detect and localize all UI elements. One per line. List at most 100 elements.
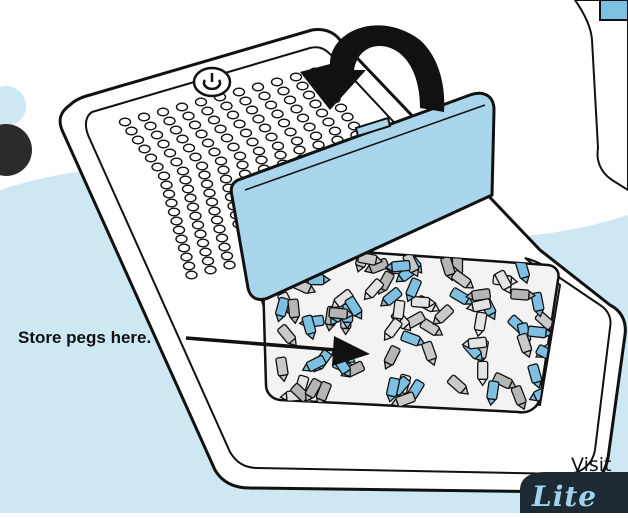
peg-hole xyxy=(177,135,188,143)
peg-hole xyxy=(171,158,182,166)
peg-hole xyxy=(139,113,150,121)
peg-hole xyxy=(185,194,196,202)
peg-hole xyxy=(181,253,192,261)
peg-hole xyxy=(310,100,321,108)
peg-hole xyxy=(285,96,296,104)
peg-hole xyxy=(228,143,239,151)
peg-hole xyxy=(273,142,284,150)
peg-hole xyxy=(171,217,182,225)
peg-hole xyxy=(247,138,258,146)
peg-hole xyxy=(285,128,296,136)
peg-hole xyxy=(297,82,308,90)
peg-hole xyxy=(178,167,189,175)
peg-hole xyxy=(294,146,305,154)
peg-hole xyxy=(253,115,264,123)
peg-hole xyxy=(145,122,156,130)
peg-hole xyxy=(256,156,267,164)
peg-hole xyxy=(241,129,252,137)
peg-hole xyxy=(152,131,163,139)
peg-hole xyxy=(222,134,233,142)
peg-hole xyxy=(291,73,302,81)
power-icon xyxy=(194,68,230,96)
peg-hole xyxy=(202,107,213,115)
peg-hole xyxy=(186,271,197,279)
peg-hole xyxy=(126,127,137,135)
peg-hole xyxy=(196,98,207,106)
peg-hole xyxy=(197,162,208,170)
peg-hole xyxy=(217,234,228,242)
brand-logo-text: Lite xyxy=(532,480,597,513)
peg-hole xyxy=(222,252,233,260)
peg-hole xyxy=(171,126,182,134)
peg-hole xyxy=(204,189,215,197)
peg-hole xyxy=(259,92,270,100)
peg-hole xyxy=(188,203,199,211)
peg-hole xyxy=(266,101,277,109)
peg-hole xyxy=(183,112,194,120)
peg-hole xyxy=(275,151,286,159)
peg-hole xyxy=(176,235,187,243)
peg-hole xyxy=(120,118,131,126)
peg-hole xyxy=(152,163,163,171)
peg-hole xyxy=(323,118,334,126)
peg-hole xyxy=(164,117,175,125)
peg-hole xyxy=(221,102,232,110)
peg-hole xyxy=(183,185,194,193)
peg-hole xyxy=(336,104,347,112)
device-screen xyxy=(600,0,628,20)
peg-hole xyxy=(200,248,211,256)
peg-hole xyxy=(240,97,251,105)
peg-hole xyxy=(198,239,209,247)
peg-hole xyxy=(158,108,169,116)
peg-hole xyxy=(205,266,216,274)
peg-hole xyxy=(216,157,227,165)
peg-hole xyxy=(169,208,180,216)
peg-hole xyxy=(237,161,248,169)
peg-hole xyxy=(146,154,157,162)
peg-hole xyxy=(209,207,220,215)
peg-hole xyxy=(298,114,309,122)
peg-hole xyxy=(179,244,190,252)
peg-hole xyxy=(234,120,245,128)
peg-hole xyxy=(235,152,246,160)
peg-hole xyxy=(330,127,341,135)
peg-hole xyxy=(177,103,188,111)
decor-circle-dark xyxy=(0,124,32,176)
peg-hole xyxy=(272,110,283,118)
peg-hole xyxy=(247,106,258,114)
peg-hole xyxy=(278,87,289,95)
peg-hole xyxy=(253,83,264,91)
peg-hole xyxy=(207,198,218,206)
peg-hole xyxy=(311,132,322,140)
peg-hole xyxy=(234,88,245,96)
peg-hole xyxy=(184,262,195,270)
peg-hole xyxy=(133,136,144,144)
peg-hole xyxy=(214,225,225,233)
peg-hole xyxy=(184,144,195,152)
peg-hole xyxy=(224,261,235,269)
peg-hole xyxy=(218,166,229,174)
peg-hole xyxy=(219,243,230,251)
peg-hole xyxy=(304,123,315,131)
peg-hole xyxy=(199,171,210,179)
peg-hole xyxy=(272,78,283,86)
peg-hole xyxy=(291,105,302,113)
peg-hole xyxy=(166,199,177,207)
peg-hole xyxy=(161,181,172,189)
peg-hole xyxy=(212,216,223,224)
peg-hole xyxy=(209,116,220,124)
peg-hole xyxy=(260,124,271,132)
peg-hole xyxy=(190,153,201,161)
peg-hole xyxy=(180,176,191,184)
peg-hole xyxy=(279,119,290,127)
peg-hole xyxy=(190,212,201,220)
decor-circle-light xyxy=(0,86,26,126)
device-edge xyxy=(575,0,628,190)
peg-hole xyxy=(228,111,239,119)
peg-hole xyxy=(158,140,169,148)
peg-hole xyxy=(221,175,232,183)
peg-hole xyxy=(165,149,176,157)
store-pegs-callout: Store pegs here. xyxy=(18,328,151,348)
